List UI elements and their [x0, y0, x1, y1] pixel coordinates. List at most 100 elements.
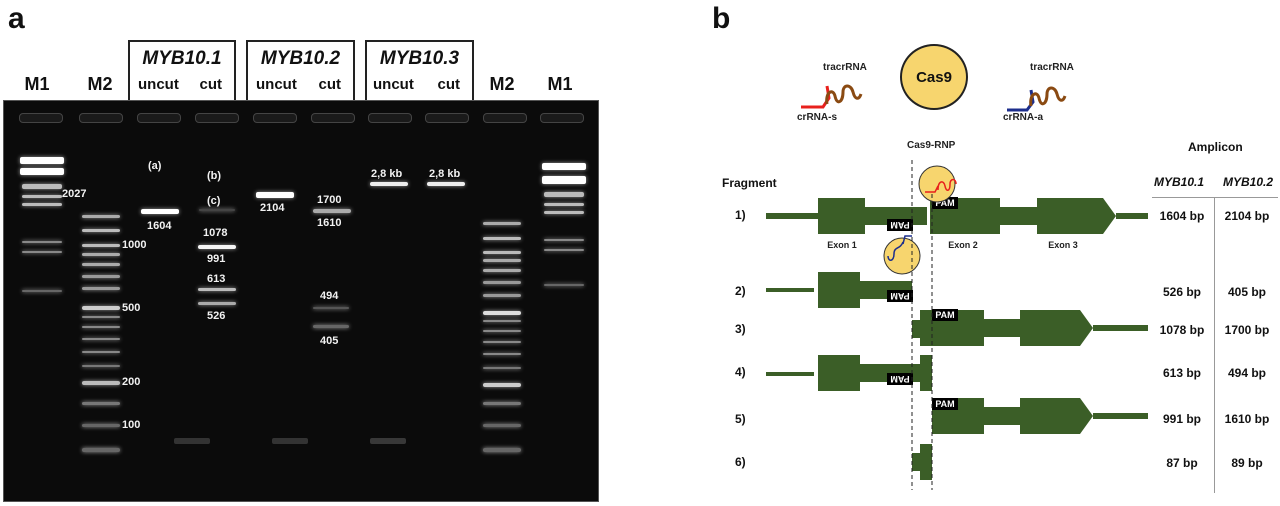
svg-text:Exon 1: Exon 1 [827, 240, 857, 250]
size-label-613: 613 [207, 273, 226, 285]
band [82, 448, 120, 452]
size-label-405: 405 [320, 335, 339, 347]
amplicon-col-myb10-1: MYB10.1 [1154, 175, 1205, 189]
band [82, 326, 120, 328]
band [20, 168, 64, 175]
cas9-protein-icon: Cas9 [900, 44, 968, 110]
well [19, 113, 63, 123]
band [483, 269, 521, 272]
band-494 [313, 307, 349, 309]
band [82, 306, 120, 310]
sample-name: MYB10.1 [142, 48, 222, 69]
band [542, 163, 586, 170]
svg-text:PAM: PAM [935, 310, 954, 320]
amplicon-size: 494 bp [1227, 366, 1266, 380]
amplicon-size: 613 bp [1162, 366, 1201, 380]
uncut-label: uncut [138, 76, 179, 93]
band [22, 184, 62, 189]
crrna-a-label: crRNA-a [1003, 112, 1044, 123]
well [253, 113, 297, 123]
svg-text:PAM: PAM [935, 399, 954, 409]
band [544, 239, 584, 241]
amplicon-size: 89 bp [1231, 456, 1263, 470]
amplicon-size: 1604 bp [1159, 209, 1205, 223]
band-405 [313, 325, 349, 328]
well [483, 113, 527, 123]
primer-smear [174, 438, 210, 444]
size-label-2027: 2027 [62, 188, 87, 200]
well [195, 113, 239, 123]
band [82, 316, 120, 318]
size-label-991: 991 [207, 253, 226, 265]
sample-box-myb10-3: MYB10.3 uncut cut [365, 40, 474, 100]
label-b: (b) [207, 170, 222, 182]
band-1610-1700 [313, 209, 351, 213]
fragment-number: 5) [735, 412, 746, 426]
fragment-number: 1) [735, 208, 746, 222]
amplicon-size: 87 bp [1166, 456, 1198, 470]
band-991-1078 [198, 245, 236, 249]
well [79, 113, 123, 123]
amplicon-col-myb10-2: MYB10.2 [1223, 175, 1274, 189]
crrna-a-tracrrna-icon [1007, 86, 1067, 112]
band [483, 251, 521, 254]
uncut-label: uncut [256, 76, 297, 93]
size-label-200: 200 [122, 376, 141, 388]
table-divider [1214, 197, 1215, 493]
band [82, 287, 120, 290]
well [311, 113, 355, 123]
size-label-500: 500 [122, 302, 141, 314]
size-label-1610: 1610 [317, 217, 342, 229]
band [483, 320, 521, 322]
size-label-1000: 1000 [122, 239, 147, 251]
crrna-s-tracrrna-icon [801, 84, 863, 109]
band [22, 195, 62, 198]
size-label-2-8kb-uncut: 2,8 kb [371, 168, 403, 180]
band [22, 241, 62, 243]
amplicon-size: 1610 bp [1224, 412, 1270, 426]
crrna-s-label: crRNA-s [797, 112, 838, 123]
band [544, 203, 584, 206]
amplicon-size: 2104 bp [1224, 209, 1270, 223]
amplicon-size: 991 bp [1162, 412, 1201, 426]
svg-text:PAM: PAM [890, 291, 909, 301]
band-1604 [141, 209, 179, 214]
svg-text:PAM: PAM [935, 198, 954, 208]
band-613 [198, 288, 236, 291]
primer-smear [370, 438, 406, 444]
lane-header-m2-right: M2 [489, 74, 515, 94]
size-label-2-8kb-cut: 2,8 kb [429, 168, 461, 180]
amplicon-size: 405 bp [1227, 285, 1266, 299]
band [82, 381, 120, 385]
size-label-526: 526 [207, 310, 226, 322]
band [483, 383, 521, 387]
well [540, 113, 584, 123]
band [22, 203, 62, 206]
band [544, 249, 584, 251]
sample-box-myb10-1: MYB10.1 uncut cut [128, 40, 236, 100]
panel-b-letter: b [712, 2, 731, 35]
band [20, 157, 64, 164]
band-2-8kb [427, 182, 465, 186]
band [544, 284, 584, 286]
tracrrna-label-right: tracrRNA [1030, 62, 1074, 73]
fragment-number: 6) [735, 455, 746, 469]
amplicon-header: Amplicon [1188, 140, 1243, 154]
lane-header-m1-right: M1 [547, 74, 573, 94]
band [82, 351, 120, 353]
band [544, 192, 584, 197]
band [483, 424, 521, 427]
band [483, 237, 521, 240]
band [22, 290, 62, 292]
band [483, 222, 521, 225]
band [483, 448, 521, 452]
band [483, 259, 521, 262]
gene-fragment-diagram: PAM PAM PAM PAM PAM PAM Exon 1 Exon 2 Ex… [766, 160, 1148, 490]
band [483, 330, 521, 332]
band [542, 176, 586, 184]
svg-text:Exon 3: Exon 3 [1048, 240, 1078, 250]
svg-text:PAM: PAM [890, 374, 909, 384]
fragment-number: 2) [735, 284, 746, 298]
band [544, 211, 584, 214]
well [368, 113, 412, 123]
